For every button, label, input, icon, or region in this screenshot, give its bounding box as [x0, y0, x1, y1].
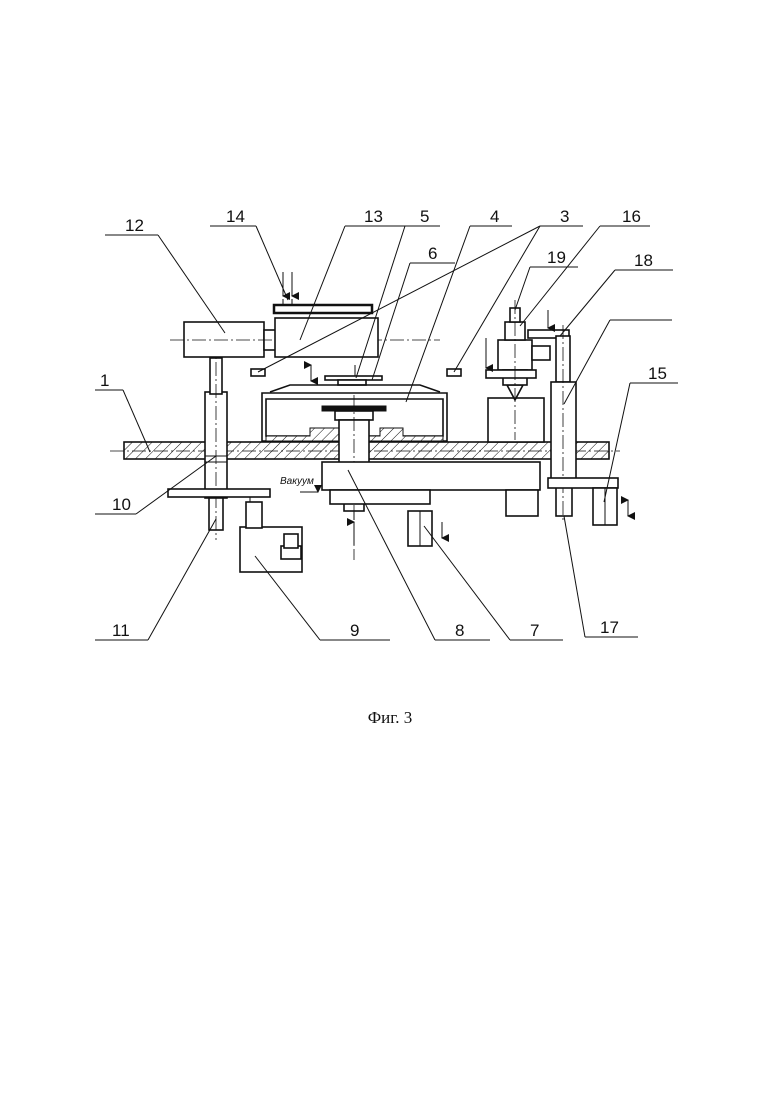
drive-housing-7: Вакуум [280, 462, 540, 546]
label-19: 19 [547, 248, 566, 267]
label-12: 12 [125, 216, 144, 235]
label-3: 3 [560, 207, 569, 226]
vacuum-label: Вакуум [280, 476, 314, 487]
label-9: 10 [112, 495, 131, 514]
label-16: 17 [600, 618, 619, 637]
sensor-right [447, 369, 461, 376]
left-column [205, 340, 227, 540]
label-13: 13 [364, 207, 383, 226]
label-1: 1 [100, 371, 109, 390]
drive-10 [240, 502, 302, 572]
figure-caption: Фиг. 3 [0, 708, 780, 728]
sensor-left [251, 369, 265, 376]
label-14: 14 [226, 207, 245, 226]
label-15: 15 [648, 364, 667, 383]
label-11: 11 [112, 621, 130, 640]
label-7: 7 [530, 621, 539, 640]
label-4: 4 [490, 207, 499, 226]
column-16 [551, 325, 576, 520]
bucket [488, 398, 544, 442]
arm-13 [274, 272, 378, 357]
label-17: 16 [622, 207, 641, 226]
label-5: 5 [420, 207, 429, 226]
label-8: 8 [455, 621, 464, 640]
label-18: 18 [634, 251, 653, 270]
label-6: 6 [428, 244, 437, 263]
label-10: 9 [350, 621, 359, 640]
